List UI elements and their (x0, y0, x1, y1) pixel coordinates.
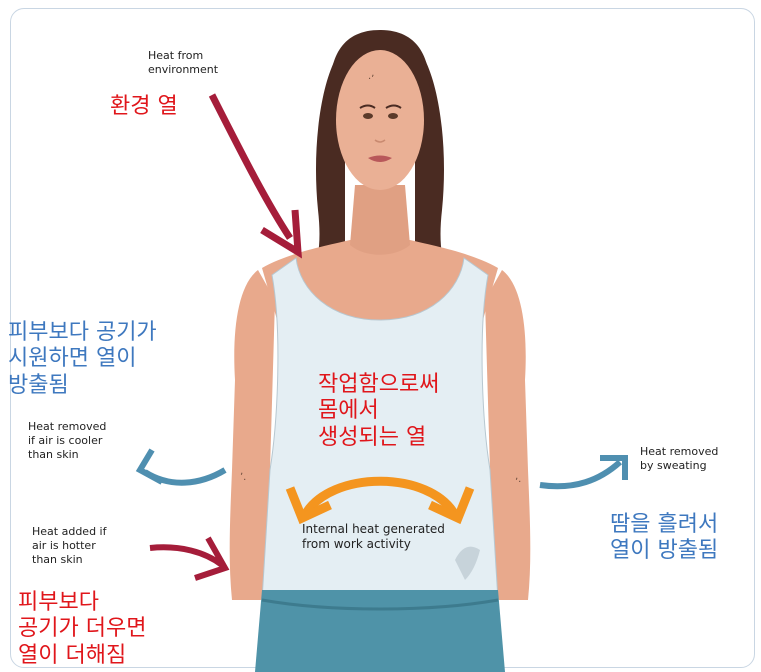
neck (350, 185, 410, 255)
label-internal-heat-korean: 작업함으로써 몸에서 생성되는 열 (318, 372, 439, 451)
label-heat-added-hotter-korean: 피부보다 공기가 더우면 열이 더해짐 (18, 590, 146, 669)
svg-text:·ʼ: ·ʼ (368, 74, 374, 85)
svg-text:ʼ.: ʼ. (240, 472, 246, 483)
label-heat-from-environment-korean: 환경 열 (110, 94, 178, 120)
label-internal-heat: Internal heat generated from work activi… (302, 522, 445, 552)
label-heat-removed-cooler-korean: 피부보다 공기가 시원하면 열이 방출됨 (8, 320, 157, 399)
jeans (255, 590, 505, 672)
arrow-heat-removed-sweating (540, 462, 620, 486)
svg-text:ʼ·: ʼ· (515, 477, 521, 488)
arrow-heat-added (150, 547, 222, 565)
face (336, 50, 424, 190)
label-heat-removed-cooler: Heat removed if air is cooler than skin (28, 420, 106, 461)
label-heat-removed-sweating-korean: 땀을 흘려서 열이 방출됨 (610, 512, 718, 565)
label-heat-from-environment: Heat from environment (148, 49, 218, 77)
label-heat-added-hotter: Heat added if air is hotter than skin (32, 525, 106, 566)
label-heat-removed-sweating: Heat removed by sweating (640, 445, 718, 473)
arrow-heat-from-environment (212, 95, 290, 238)
